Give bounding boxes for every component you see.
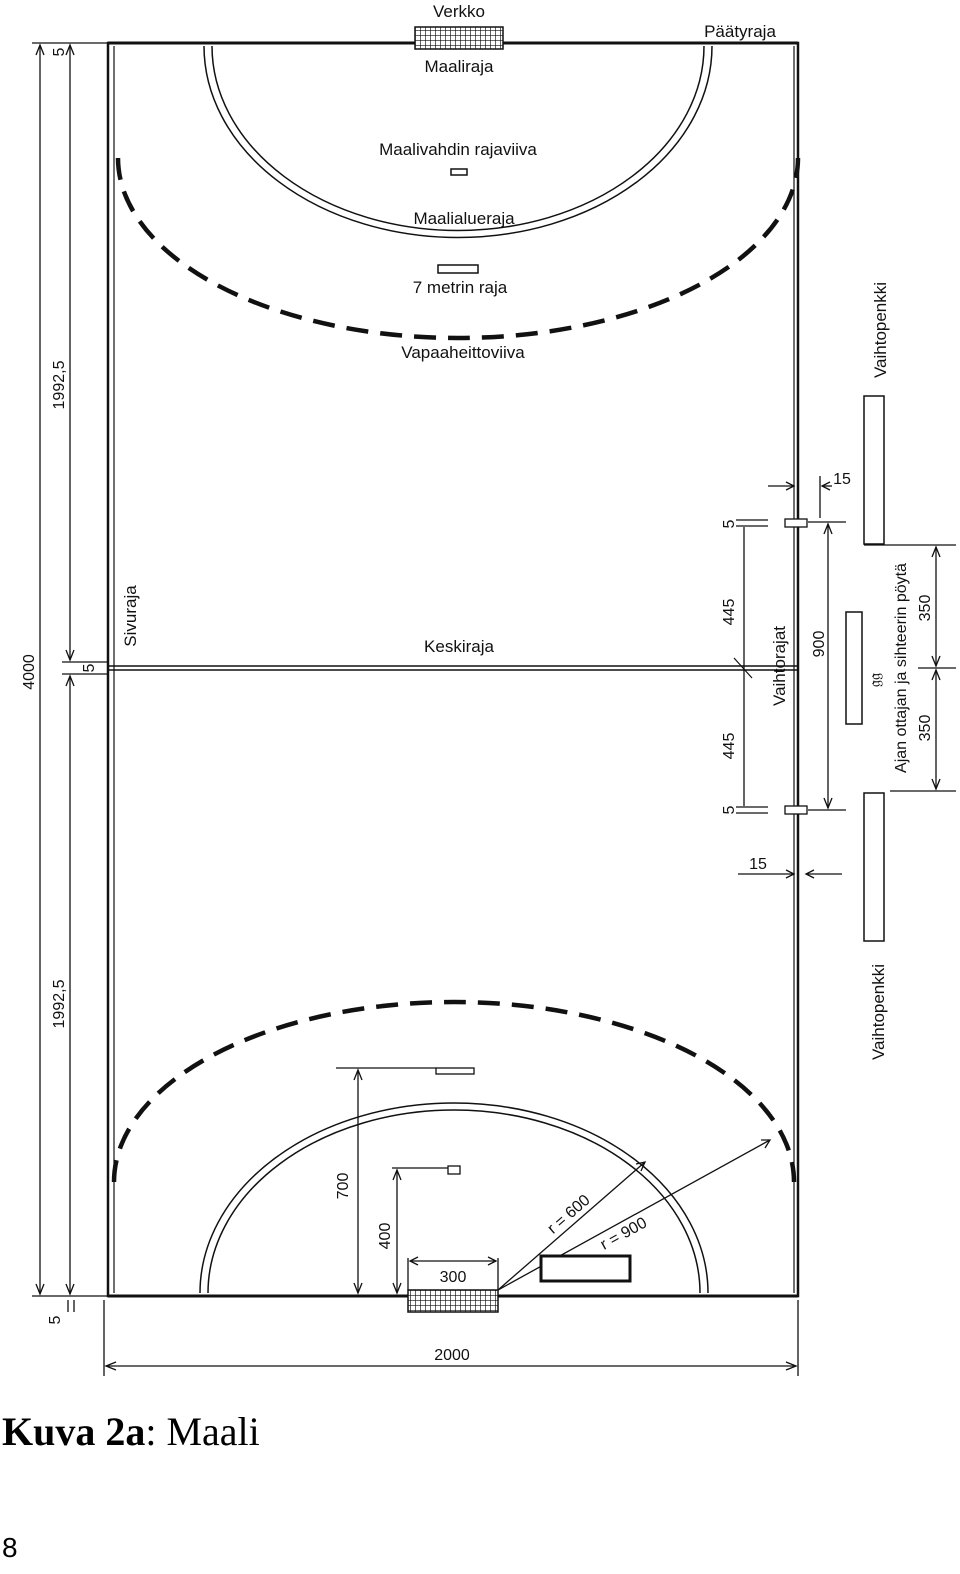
dim-sub-900: 900 [811,631,828,658]
label-vapaaheittoviiva: Vapaaheittoviiva [401,343,525,362]
caption-bold: Kuva 2a [2,1409,146,1454]
label-verkko: Verkko [433,2,485,21]
dim-line-700: 700 [335,1173,352,1200]
figure-caption: Kuva 2a: Maali [2,1408,260,1455]
bottom-goalkeeper-dimension [392,1165,461,1295]
dim-goal-300: 300 [440,1269,467,1286]
dim-sub-gap-bottom: 5 [721,805,738,814]
top-goalkeeper-line-mark [450,168,468,176]
dim-bottom-gap: 5 [47,1315,64,1324]
bottom-substitution-bench [863,792,885,942]
label-sivuraja: Sivuraja [121,585,140,647]
dim-sub-15-bottom: 15 [749,856,767,873]
timekeeper-table-mark: 𝔤𝔤 [867,673,884,687]
substitution-zone-dimensions [736,476,846,879]
centre-line [108,657,798,679]
dim-sub-15-top: 15 [833,471,851,488]
label-vaihtopenkki-top: Vaihtopenkki [871,282,890,378]
label-keskiraja: Keskiraja [424,637,494,656]
radius-lines [497,1139,772,1291]
dim-table-350-top: 350 [917,595,934,622]
dim-sub-445-bottom: 445 [721,733,738,760]
dim-sub-gap-top: 5 [721,519,738,528]
dim-width: 2000 [434,1347,470,1364]
top-goal-area-line [203,45,713,239]
top-goal-net [414,26,504,50]
top-substitution-bench [863,395,885,545]
dim-sub-445-top: 445 [721,599,738,626]
bottom-7m-dimension [336,1067,475,1295]
caption-rest: : Maali [145,1409,260,1454]
label-maalialueraja: Maalialueraja [413,209,515,228]
timekeeper-dimension [864,544,956,792]
top-7m-line-mark [437,264,479,274]
bottom-goal-net [407,1289,499,1313]
bottom-width-dimension [103,1300,799,1376]
page-number: 8 [2,1532,18,1563]
handball-court-diagram: Verkko Maaliraja Päätyraja Maalivahdin r… [21,2,956,1376]
bottom-free-throw-line [111,999,797,1183]
top-free-throw-line [115,157,801,341]
label-vaihtopenkki-bottom: Vaihtopenkki [869,964,888,1060]
dim-total-length: 4000 [21,654,38,690]
dim-bottom-half: 1992,5 [51,979,68,1028]
dim-r600: r = 600 [545,1192,594,1238]
timekeeper-table [845,611,863,725]
dim-top-half: 1992,5 [51,360,68,409]
goal-width-dimension [407,1256,499,1290]
label-paatyraja: Päätyraja [704,22,776,41]
dim-top-gap: 5 [51,47,68,56]
left-dimensions [32,42,108,1312]
label-vaihtorajat: Vaihtorajat [770,626,789,706]
substitution-table-outline [539,1254,632,1283]
label-ajan-ottajan-poyta: Ajan ottajan ja sihteerin pöytä [893,563,910,773]
label-maalivahdin-rajaviiva: Maalivahdin rajaviiva [379,140,537,159]
dim-line-400: 400 [377,1223,394,1250]
label-maaliraja: Maaliraja [425,57,495,76]
dim-table-350-bottom: 350 [917,715,934,742]
label-7-metrin-raja: 7 metrin raja [413,278,508,297]
bottom-goal-area-line [199,1102,709,1294]
dim-center-gap: 5 [81,663,98,672]
